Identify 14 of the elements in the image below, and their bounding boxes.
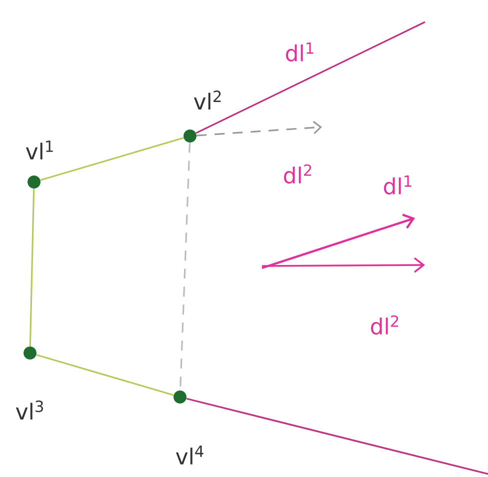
edge-label: dl$^{2}$ <box>282 163 314 185</box>
vector-label: dl$^{1}$ <box>384 175 412 195</box>
connector-line <box>186 398 488 475</box>
point-label: vl$^{1}$ <box>26 140 53 160</box>
vector-label: dl$^{2}$ <box>371 315 398 335</box>
connector-line <box>196 21 426 134</box>
connector-line <box>29 188 35 346</box>
point-label: vl$^{3}$ <box>16 400 43 420</box>
connector-line <box>36 354 174 396</box>
point-label: vl$^{2}$ <box>194 90 221 110</box>
connector-line <box>40 137 184 181</box>
point-label: vl$^{4}$ <box>176 446 204 464</box>
connector-line <box>196 120 322 136</box>
edge-label: dl$^{1}$ <box>284 41 316 63</box>
